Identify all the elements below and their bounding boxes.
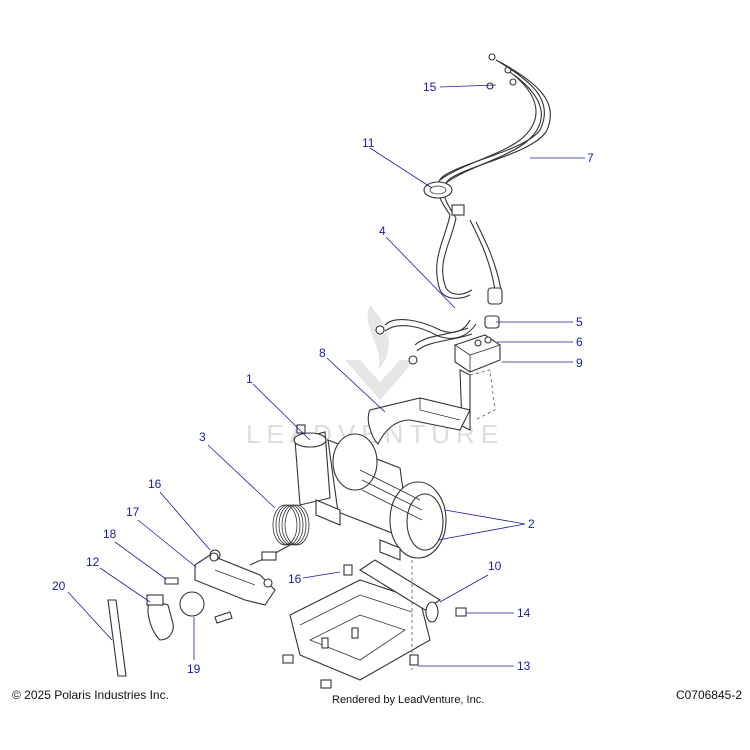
callout-2: 2 (528, 517, 535, 531)
callout-17: 17 (126, 505, 140, 519)
callout-6: 6 (576, 335, 583, 349)
decal (107, 599, 127, 677)
leader-lines (67, 84, 585, 667)
callout-13: 13 (517, 659, 531, 673)
callout-7: 7 (587, 151, 594, 165)
bolt (164, 577, 179, 585)
mount-plate (289, 559, 442, 681)
callout-5: 5 (576, 315, 583, 329)
callout-4: 4 (379, 224, 386, 238)
nut-lower (263, 578, 273, 588)
callout-20: 20 (52, 579, 66, 593)
callout-10: 10 (488, 559, 502, 573)
power-cables (436, 59, 551, 305)
callout-11: 11 (362, 136, 375, 150)
stopper (179, 591, 205, 617)
short-cables (375, 319, 477, 365)
callout-8: 8 (319, 346, 326, 360)
hook (146, 594, 174, 641)
callouts: 15 7 11 4 5 6 9 8 1 3 2 16 16 17 18 12 2… (52, 80, 594, 676)
callout-15: 15 (423, 80, 437, 94)
cable-clamp (423, 181, 465, 216)
copyright-notice: © 2025 Polaris Industries Inc. (12, 688, 169, 702)
callout-16-lower: 16 (288, 572, 302, 586)
winch-rope-coil (249, 504, 310, 566)
pin (214, 611, 233, 624)
callout-9: 9 (576, 356, 583, 370)
terminal-nuts (486, 53, 517, 90)
rendered-by-notice: Rendered by LeadVenture, Inc. (332, 694, 485, 706)
winch-assembly (293, 424, 447, 561)
nut-upper (209, 552, 219, 562)
callout-12: 12 (86, 555, 100, 569)
bracket-plate (367, 397, 471, 445)
diagram-code: C0706845-2 (675, 688, 742, 702)
callout-3: 3 (199, 430, 206, 444)
callout-19: 19 (187, 662, 201, 676)
plate-bolts (282, 564, 467, 689)
callout-18: 18 (103, 527, 117, 541)
callout-1: 1 (246, 372, 253, 386)
callout-16-upper: 16 (148, 477, 162, 491)
callout-14: 14 (517, 606, 531, 620)
